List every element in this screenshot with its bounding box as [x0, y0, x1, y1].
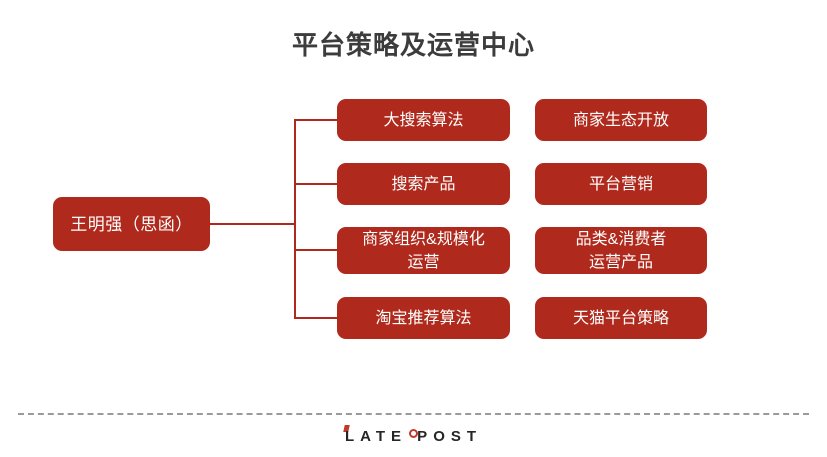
node-col-b-2-label: 平台营销: [588, 175, 653, 193]
connector-branch-3: [294, 249, 338, 251]
node-col-a-1-label: 大搜索算法: [383, 111, 464, 129]
node-col-b-2[interactable]: 平台营销: [535, 163, 707, 205]
node-col-b-4[interactable]: 天猫平台策略: [535, 297, 707, 339]
connector-root-stem: [210, 223, 296, 225]
node-col-b-4-label: 天猫平台策略: [572, 309, 669, 327]
node-root[interactable]: 王明强（思函）: [53, 197, 210, 251]
footer-divider: [18, 413, 809, 415]
node-col-a-2-label: 搜索产品: [391, 175, 456, 193]
node-col-b-3-label: 品类&消费者 运营产品: [575, 230, 667, 271]
logo-text: LATE POST: [344, 428, 483, 445]
logo-accent-o-icon: [408, 429, 418, 438]
node-root-label: 王明强（思函）: [70, 214, 193, 234]
node-col-a-3-label: 商家组织&规模化 运营: [362, 230, 485, 271]
node-col-a-4[interactable]: 淘宝推荐算法: [337, 297, 510, 339]
connector-branch-2: [294, 183, 338, 185]
connector-vertical-trunk: [294, 119, 296, 319]
connector-branch-1: [294, 119, 338, 121]
node-col-b-3[interactable]: 品类&消费者 运营产品: [535, 227, 707, 274]
node-col-b-1-label: 商家生态开放: [572, 111, 669, 129]
node-col-a-2[interactable]: 搜索产品: [337, 163, 510, 205]
page-title: 平台策略及运营中心: [291, 30, 535, 60]
node-col-a-1[interactable]: 大搜索算法: [337, 99, 510, 141]
node-col-a-4-label: 淘宝推荐算法: [375, 309, 472, 327]
logo-wrapper: LATE POST: [343, 425, 483, 445]
footer-logo: LATE POST: [0, 425, 827, 445]
connector-branch-4: [294, 317, 338, 319]
node-col-a-3[interactable]: 商家组织&规模化 运营: [337, 227, 510, 274]
node-col-b-1[interactable]: 商家生态开放: [535, 99, 707, 141]
